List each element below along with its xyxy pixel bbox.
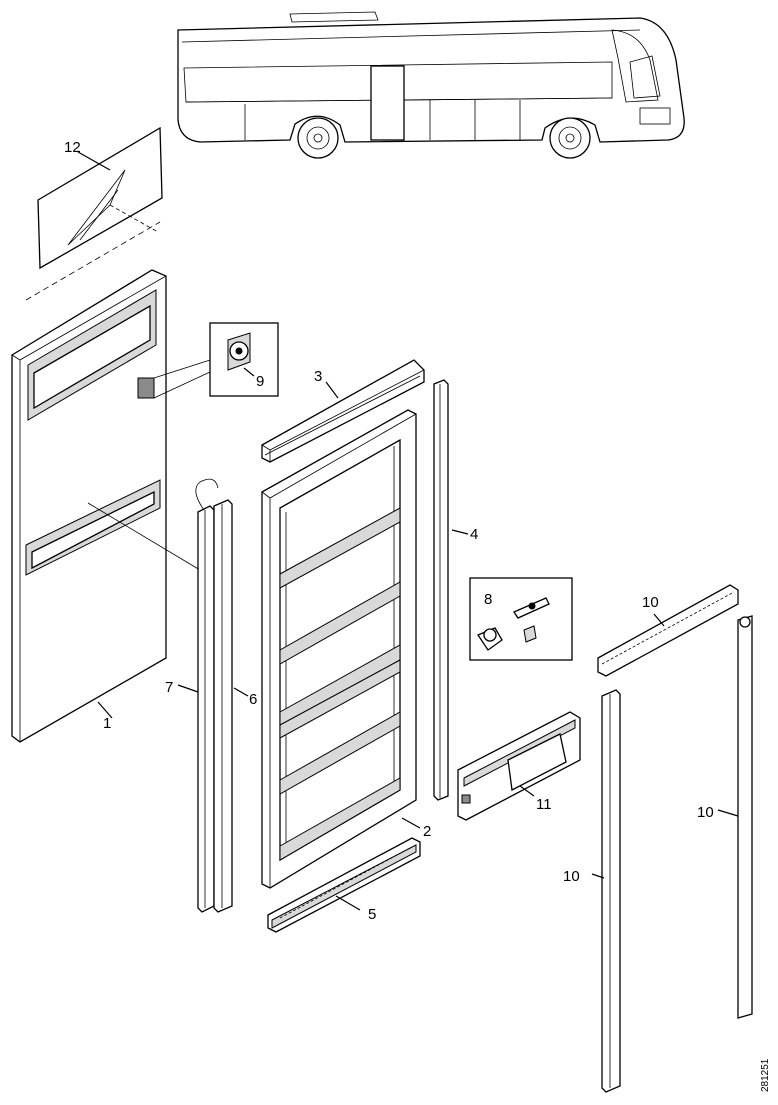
document-code: 281251 — [760, 1058, 771, 1092]
callout-3: 3 — [314, 368, 322, 385]
highlighted-door-marker — [370, 65, 405, 141]
part-1-door-panel — [11, 269, 201, 743]
part-8-hardware-box — [469, 577, 573, 661]
part-5-bottom-rail — [267, 837, 421, 933]
callout-12: 12 — [64, 139, 81, 156]
callout-8: 8 — [484, 591, 492, 608]
bus-illustration — [177, 11, 685, 159]
callout-1: 1 — [103, 715, 111, 732]
callout-5: 5 — [368, 906, 376, 923]
part-7-profile — [177, 478, 219, 913]
callout-10-top: 10 — [642, 594, 659, 611]
callout-10-left: 10 — [563, 868, 580, 885]
callout-6: 6 — [249, 691, 257, 708]
part-9-detail-box — [153, 322, 279, 399]
part-10-top-rail — [597, 584, 739, 677]
part-3-top-rail — [261, 359, 425, 463]
callout-4: 4 — [470, 526, 478, 543]
part-10-left-strip — [591, 689, 621, 1093]
callout-11: 11 — [536, 796, 552, 813]
part-10-right-strip — [717, 615, 753, 1019]
callout-2: 2 — [423, 823, 431, 840]
callout-7: 7 — [165, 679, 173, 696]
window-alignment-dashes — [25, 221, 161, 301]
part-6-profile — [213, 499, 249, 913]
rear-wheel — [297, 117, 339, 159]
part-11-handle-panel — [457, 711, 581, 821]
part-12-window — [37, 126, 163, 270]
part-4-vertical-seal — [433, 379, 469, 801]
front-wheel — [549, 117, 591, 159]
part-2-door-frame — [261, 409, 421, 889]
callout-9: 9 — [256, 373, 264, 390]
callout-10-right: 10 — [697, 804, 714, 821]
